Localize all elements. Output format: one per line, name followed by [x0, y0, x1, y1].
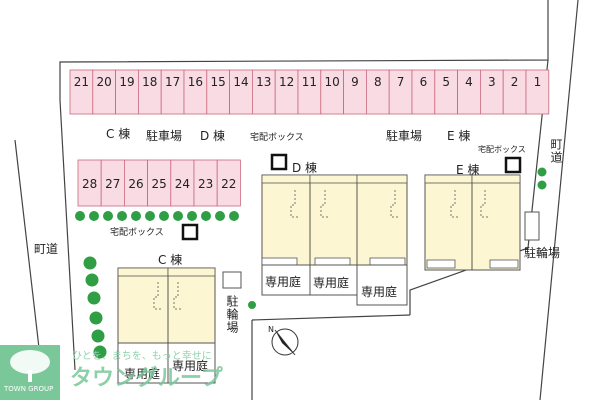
label-c-bldg: C 棟 — [158, 253, 183, 267]
building-e — [424, 174, 521, 271]
tree-icon — [89, 211, 99, 221]
label-garden-c2: 専用庭 — [172, 359, 209, 373]
site-boundary — [59, 0, 549, 100]
tree-row — [75, 167, 547, 359]
label-d-bldg-top: D 棟 — [200, 129, 226, 143]
tree-icon — [91, 329, 105, 343]
tree-icon — [131, 211, 141, 221]
logo-brand: タウングループ — [70, 366, 223, 391]
label-delivery-box-3: 宅配ボックス — [110, 228, 164, 238]
tree-icon — [215, 211, 225, 221]
parking-number: 7 — [397, 75, 405, 89]
tree-icon — [103, 211, 113, 221]
parking-number: 8 — [374, 75, 382, 89]
parking-number: 12 — [279, 75, 294, 89]
label-d-bldg: D 棟 — [292, 161, 318, 175]
parking-number: 26 — [128, 177, 143, 191]
road-edge-right — [539, 0, 579, 400]
site-boundary-left — [59, 99, 76, 371]
parking-number: 19 — [119, 75, 134, 89]
building-c — [117, 267, 216, 384]
tree-icon — [537, 167, 547, 177]
tree-icon — [248, 301, 256, 309]
parking-number: 28 — [82, 177, 97, 191]
label-bike-parking-2: 駐輪場 — [524, 246, 561, 260]
label-delivery-box-2: 宅配ボックス — [478, 145, 526, 154]
tree-logo-icon — [0, 345, 60, 400]
parking-number: 15 — [211, 75, 226, 89]
tree-icon — [187, 211, 197, 221]
label-town-road-left: 町道 — [34, 242, 59, 256]
parking-number: 25 — [152, 177, 167, 191]
label-bike-parking-1: 駐輪場 — [225, 295, 239, 334]
parking-number: 21 — [74, 75, 89, 89]
label-garden-2: 専用庭 — [313, 276, 350, 290]
tree-icon — [229, 211, 239, 221]
parking-space — [216, 159, 241, 207]
parking-number: 10 — [325, 75, 340, 89]
building-d-gardens — [261, 264, 408, 306]
parking-number: 22 — [221, 177, 236, 191]
parking-number: 11 — [302, 75, 317, 89]
parking-number: 27 — [105, 177, 120, 191]
parking-number: 18 — [142, 75, 157, 89]
delivery-box-icon — [270, 153, 288, 171]
parking-number: 13 — [256, 75, 271, 89]
tree-icon — [85, 273, 99, 287]
parking-number: 9 — [351, 75, 359, 89]
tree-icon — [117, 211, 127, 221]
label-e-bldg: E 棟 — [456, 163, 480, 177]
delivery-box-icon — [181, 223, 199, 241]
parking-number: 2 — [511, 75, 519, 89]
logo-brand-en: TOWN GROUP — [4, 385, 54, 393]
label-delivery-box-1: 宅配ボックス — [250, 133, 304, 143]
building-d — [261, 174, 408, 266]
tree-icon — [75, 211, 85, 221]
label-c-bldg-top: C 棟 — [106, 127, 131, 141]
parking-number: 4 — [465, 75, 473, 89]
parking-number: 16 — [188, 75, 203, 89]
road-edge-bottom — [251, 314, 411, 321]
delivery-box-icon — [504, 156, 522, 174]
tree-icon — [89, 311, 103, 325]
tree-icon — [145, 211, 155, 221]
parking-number: 5 — [442, 75, 450, 89]
label-town-road-right: 町道 — [549, 138, 563, 164]
north-arrow-icon — [271, 328, 299, 356]
label-parking-c: 駐車場 — [146, 129, 183, 143]
parking-number: 6 — [420, 75, 428, 89]
parking-number: 17 — [165, 75, 180, 89]
tree-icon — [173, 211, 183, 221]
parking-number: 23 — [198, 177, 213, 191]
label-north: N — [268, 325, 274, 334]
tree-icon — [87, 291, 101, 305]
parking-number: 20 — [97, 75, 112, 89]
parking-number: 24 — [175, 177, 190, 191]
label-e-bldg-top: E 棟 — [447, 129, 471, 143]
tree-icon — [83, 256, 97, 270]
parking-number: 3 — [488, 75, 496, 89]
parking-number: 14 — [233, 75, 248, 89]
tree-icon — [201, 211, 211, 221]
tree-icon — [537, 180, 547, 190]
label-garden-1: 専用庭 — [265, 275, 302, 289]
west-parking-row: 28 27 26 25 24 23 22 — [77, 159, 241, 207]
bike-parking-box-2 — [524, 211, 540, 241]
label-parking-e: 駐車場 — [386, 129, 423, 143]
parking-number: 1 — [534, 75, 542, 89]
bike-parking-box-1 — [222, 271, 242, 289]
tree-icon — [93, 345, 107, 359]
label-garden-3: 専用庭 — [361, 285, 398, 299]
parking-space — [525, 69, 550, 115]
tree-icon — [159, 211, 169, 221]
logo-slogan: ひとを、まちを、もっと幸せに — [72, 351, 212, 362]
label-garden-c1: 専用庭 — [124, 367, 161, 381]
